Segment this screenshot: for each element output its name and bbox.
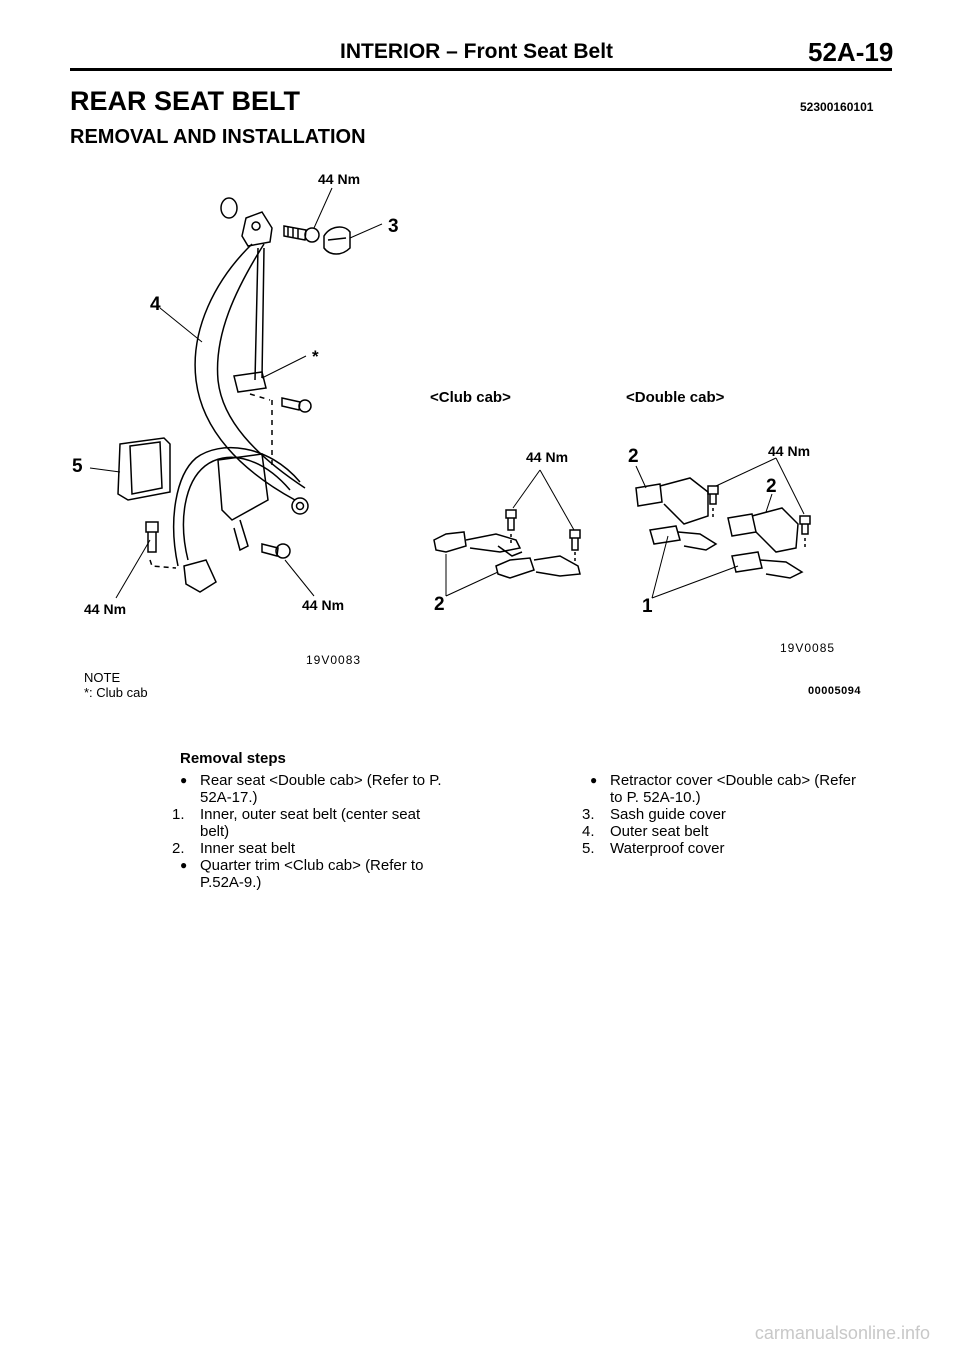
waterproof-cover-icon: [117, 437, 171, 501]
list-item: ●Rear seat <Double cab> (Refer to P.52A-…: [180, 772, 442, 806]
seat-belt-figure: 44 Nm 3 4 * 5 44 Nm 44 Nm 19V0083 <Club …: [72, 171, 861, 700]
bullet-icon: ●: [180, 773, 188, 787]
header-rule: [70, 68, 892, 71]
double-cab-assembly: [635, 477, 811, 579]
note-title: NOTE: [84, 670, 120, 685]
callout-1-double: 1: [642, 596, 653, 617]
removal-steps-left: ●Rear seat <Double cab> (Refer to P.52A-…: [172, 772, 480, 891]
club-cab-assembly: [433, 509, 581, 579]
leader-lines-double: [635, 457, 805, 599]
callout-5: 5: [72, 456, 83, 477]
header-title: INTERIOR – Front Seat Belt: [340, 40, 614, 63]
bullet-icon: ●: [590, 773, 598, 787]
list-item: 4.Outer seat belt: [582, 823, 709, 840]
torque-label-double: 44 Nm: [768, 443, 810, 459]
torque-label-bottom-left: 44 Nm: [84, 601, 126, 617]
bolt-icon: [261, 543, 291, 559]
callout-3: 3: [388, 216, 399, 237]
torque-label-club: 44 Nm: [526, 449, 568, 465]
section-code: 52300160101: [800, 100, 874, 114]
leader-lines-club: [445, 469, 575, 597]
note-text: *: Club cab: [84, 685, 148, 700]
torque-label-bottom-right: 44 Nm: [302, 597, 344, 613]
callout-2-double-b: 2: [766, 476, 777, 497]
section-title: REAR SEAT BELT: [70, 86, 301, 116]
list-item: 3.Sash guide cover: [582, 806, 726, 823]
bolt-icon: [281, 397, 312, 413]
bolt-icon: [283, 225, 320, 243]
torque-label-top: 44 Nm: [318, 171, 360, 187]
callout-2-double-a: 2: [628, 446, 639, 467]
callout-4: 4: [150, 294, 161, 315]
leader-lines-left: [89, 187, 383, 599]
figure-code-left: 19V0083: [306, 653, 361, 667]
section-subtitle: REMOVAL AND INSTALLATION: [70, 126, 366, 148]
sash-guide-cover-icon: [323, 226, 351, 255]
bullet-icon: ●: [180, 858, 188, 872]
list-item: 5.Waterproof cover: [582, 840, 725, 857]
list-item: 2.Inner seat belt: [172, 840, 296, 857]
callout-2-club: 2: [434, 594, 445, 615]
double-cab-caption: <Double cab>: [626, 389, 725, 406]
figure-code-right: 19V0085: [780, 641, 835, 655]
footer-watermark: carmanualsonline.info: [754, 1323, 930, 1343]
sheet-code: 00005094: [808, 685, 861, 697]
bolt-icon: [145, 521, 159, 553]
asterisk-mark: *: [312, 347, 319, 366]
removal-steps-title: Removal steps: [180, 750, 286, 767]
outer-seat-belt-assembly: [149, 197, 309, 593]
page-number: 52A-19: [808, 37, 894, 67]
club-cab-caption: <Club cab>: [430, 389, 511, 406]
